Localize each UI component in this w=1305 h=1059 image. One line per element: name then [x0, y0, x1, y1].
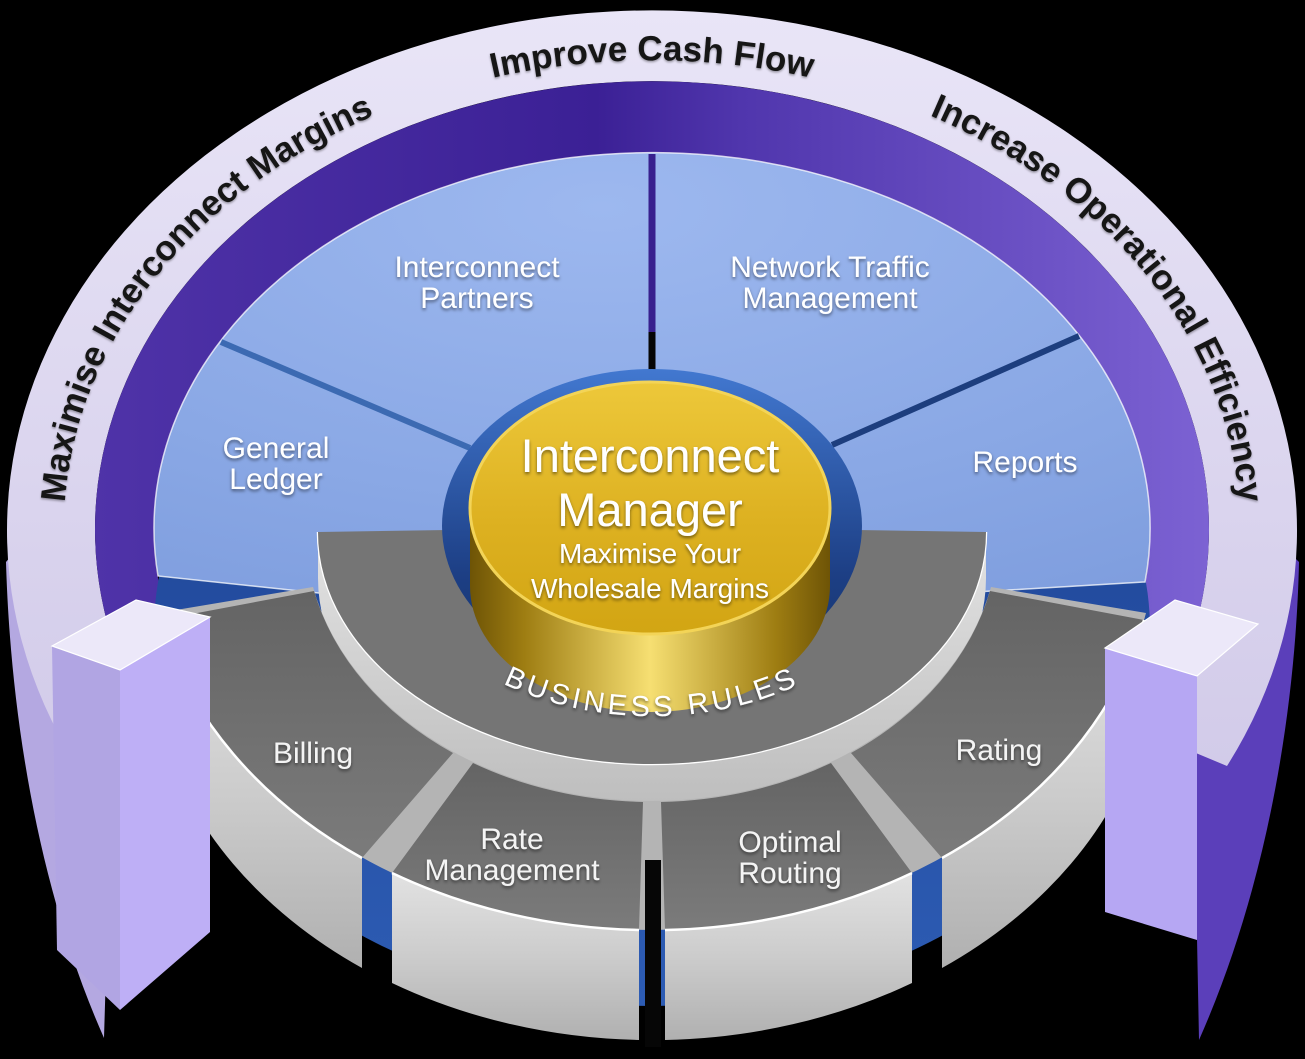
label-general-ledger-2: Ledger	[229, 463, 322, 496]
business-rules-band	[318, 530, 986, 764]
label-general-ledger-1: General	[223, 432, 330, 465]
label-rate-management-2: Management	[424, 854, 600, 887]
segment-rate-management	[392, 763, 643, 930]
hub-title-2: Manager	[557, 483, 743, 536]
segment-optimal-routing-side	[665, 873, 912, 1040]
hub-subtitle-1: Maximise Your	[559, 538, 741, 569]
pillar-left-front-face	[120, 617, 210, 1010]
gray-ring-gap-filler	[158, 587, 1146, 930]
label-optimal-routing-1: Optimal	[738, 826, 841, 859]
pillar-right-top-face	[1103, 599, 1260, 677]
label-rating: Rating	[956, 734, 1043, 767]
pillar-left-west-face	[52, 646, 120, 1010]
pillar-right	[1103, 599, 1260, 940]
divider-right	[830, 333, 1081, 448]
label-billing: Billing	[273, 737, 353, 770]
rate-management-edge	[391, 871, 640, 932]
optimal-routing-edge	[664, 871, 913, 932]
label-optimal-routing-2: Routing	[738, 857, 841, 890]
label-rate-management-1: Rate	[480, 823, 543, 856]
segment-rating	[851, 591, 1144, 858]
bottom-center-divider	[645, 860, 661, 1047]
label-network-traffic-2: Management	[742, 282, 918, 315]
pillar-left	[50, 599, 212, 1010]
hub-cylinder-top	[468, 380, 832, 636]
segment-rating-side	[942, 620, 1144, 968]
business-rules-rim	[318, 532, 986, 810]
divider-left	[219, 339, 472, 451]
pillar-left-top-face	[50, 599, 212, 671]
hub-cylinder	[468, 380, 832, 712]
hub-subtitle-2: Wholesale Margins	[531, 573, 769, 604]
label-reports: Reports	[972, 446, 1077, 479]
segment-billing-side	[160, 620, 362, 968]
label-network-traffic-1: Network Traffic	[730, 251, 930, 284]
pillar-right-front-face	[1105, 648, 1197, 940]
segment-optimal-routing	[661, 763, 912, 930]
hub-title-1: Interconnect	[521, 429, 780, 482]
label-interconnect-partners-1: Interconnect	[394, 251, 560, 284]
segment-rate-management-side	[392, 873, 639, 1040]
hub-cylinder-side	[470, 508, 830, 712]
label-interconnect-partners-2: Partners	[420, 282, 533, 315]
segment-billing	[160, 591, 453, 858]
